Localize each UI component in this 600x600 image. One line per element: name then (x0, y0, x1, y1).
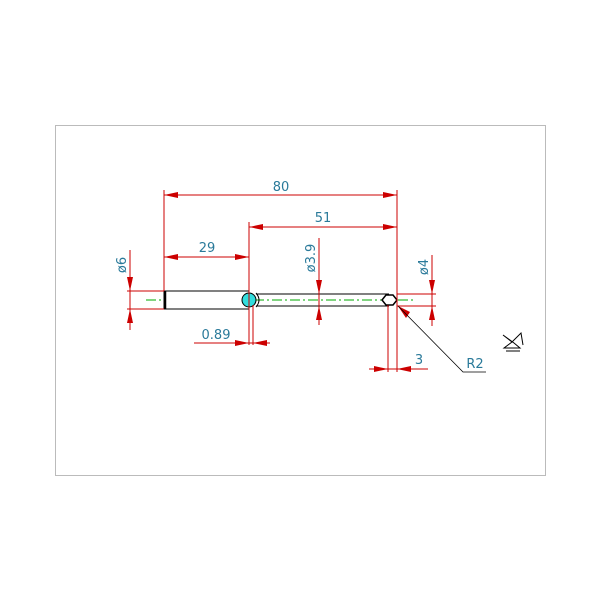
dim-29: 29 (199, 241, 216, 256)
dim-d6: ø6 (115, 257, 130, 273)
tip (381, 294, 398, 306)
dim-0-89: 0.89 (202, 328, 231, 343)
radius-leader (397, 305, 486, 373)
dim-r2: R2 (466, 357, 483, 372)
paper-frame (55, 125, 546, 476)
dim-3: 3 (415, 353, 423, 368)
dim-d3-9: ø3.9 (304, 244, 319, 273)
ucs-icon (502, 331, 524, 352)
dim-51: 51 (315, 211, 332, 226)
dim-d4: ø4 (417, 259, 432, 275)
dim-80: 80 (273, 180, 290, 195)
pin-part[interactable] (163, 290, 398, 310)
shank (163, 290, 250, 310)
